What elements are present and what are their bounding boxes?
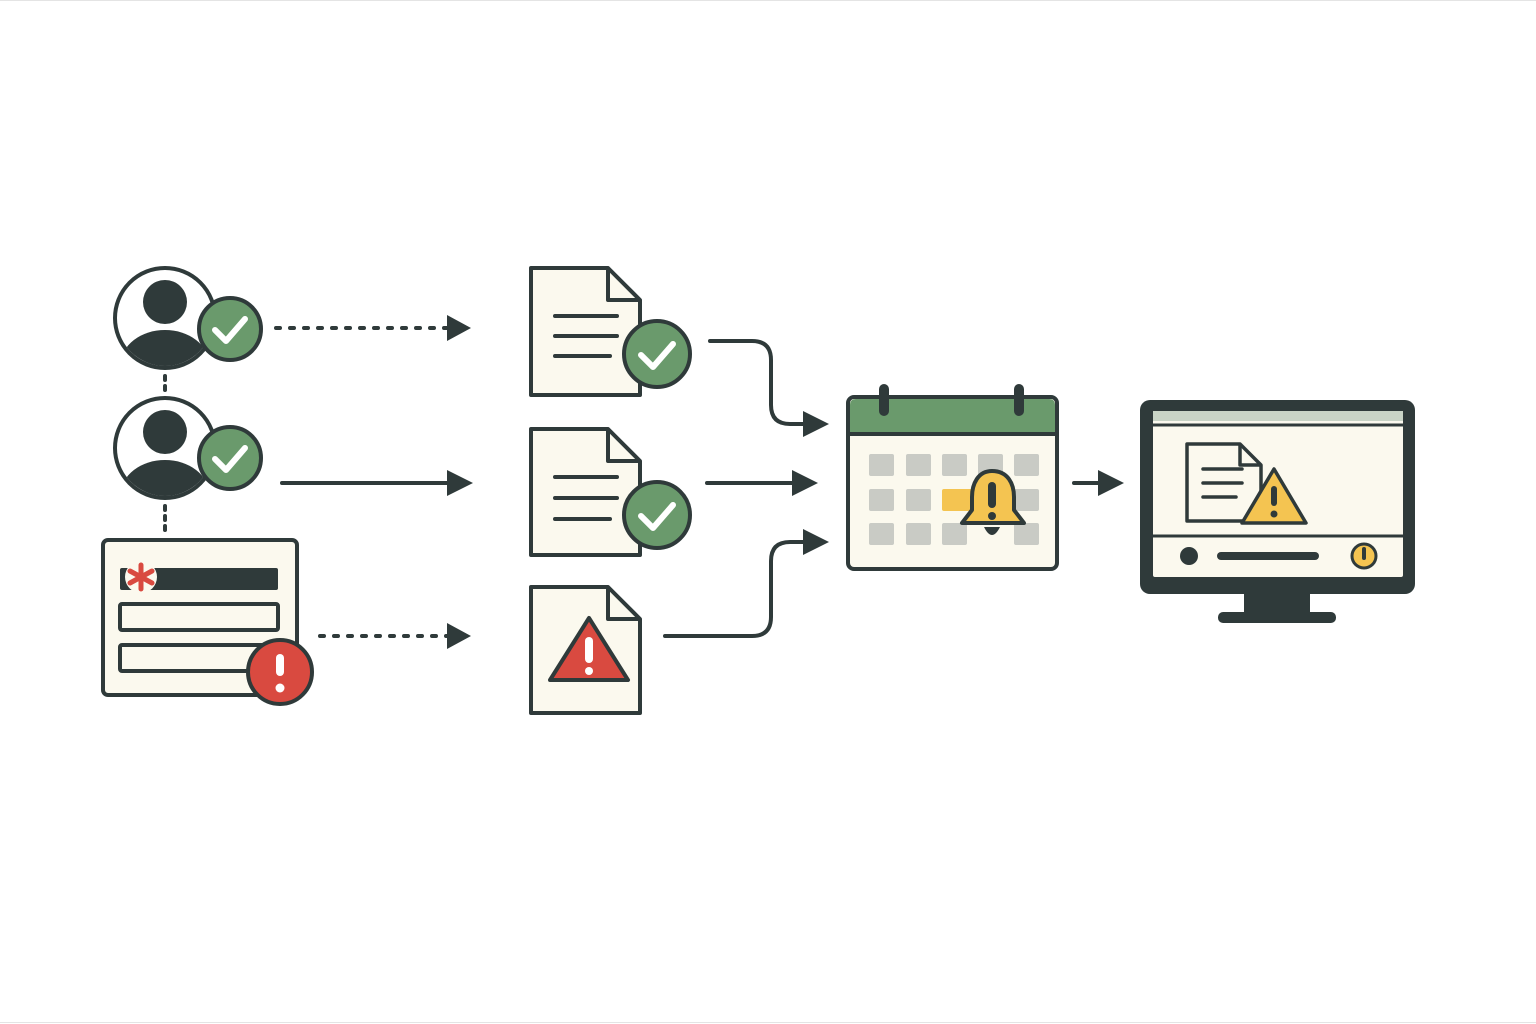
check-badge-icon <box>622 480 692 550</box>
arrow-doc1-calendar <box>708 339 808 426</box>
document-1-node <box>529 266 692 397</box>
progress-bar <box>1217 552 1319 560</box>
arrowhead <box>447 315 471 341</box>
bottom-border <box>0 1022 1536 1023</box>
error-badge-icon <box>246 638 314 706</box>
check-badge-icon <box>197 296 263 362</box>
power-icon <box>1350 542 1378 570</box>
user-avatar-icon <box>113 266 217 370</box>
user-1-node <box>113 266 263 370</box>
document-3-node <box>529 585 642 715</box>
user-2-node <box>113 396 263 500</box>
arrowhead <box>447 623 471 649</box>
bell-warning-icon <box>960 469 1026 535</box>
asterisk-icon <box>125 561 157 593</box>
status-dot <box>1180 547 1198 565</box>
document-icon <box>529 427 642 557</box>
calendar-icon <box>846 384 1059 571</box>
arrowhead <box>803 529 829 555</box>
arrowhead <box>447 470 473 496</box>
arrow-doc3-calendar <box>663 540 808 638</box>
arrowhead <box>792 470 818 496</box>
document-icon <box>529 266 642 397</box>
warning-icon <box>1240 467 1308 525</box>
check-badge-icon <box>622 319 692 389</box>
user-avatar-icon <box>113 396 217 500</box>
top-border <box>0 0 1536 1</box>
warning-triangle-icon <box>548 616 630 682</box>
monitor-node <box>1140 400 1415 623</box>
form-node <box>101 538 314 706</box>
document-2-node <box>529 427 692 557</box>
arrowhead <box>803 411 829 437</box>
check-badge-icon <box>197 425 263 491</box>
highlighted-day <box>942 489 978 511</box>
calendar-node <box>846 384 1059 571</box>
arrowhead <box>1098 470 1124 496</box>
